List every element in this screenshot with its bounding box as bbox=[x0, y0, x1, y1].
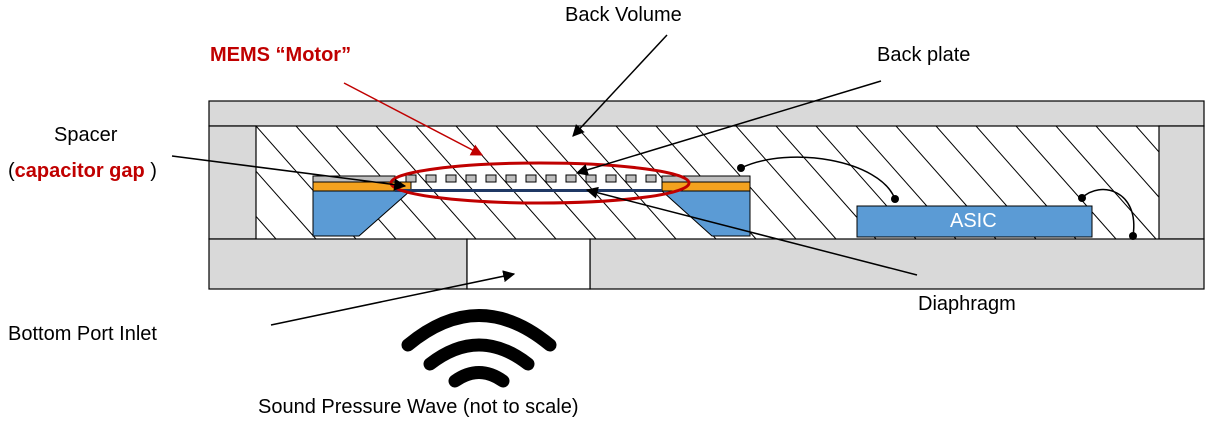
back-plate-label: Back plate bbox=[877, 44, 971, 66]
asic-label: ASIC bbox=[950, 210, 997, 232]
bottom-port-inlet-label: Bottom Port Inlet bbox=[8, 323, 157, 345]
capacitor-gap-label: capacitor gap bbox=[14, 160, 145, 182]
back-plate bbox=[405, 174, 657, 183]
sound-wave-label: Sound Pressure Wave (not to scale) bbox=[258, 396, 579, 418]
spacer-right bbox=[661, 181, 751, 192]
mems-motor-highlight bbox=[389, 161, 691, 205]
bond-pads bbox=[737, 164, 1137, 240]
housing-right-wall bbox=[1158, 125, 1205, 240]
capacitor-gap-line: (capacitor gap ) bbox=[8, 160, 157, 183]
asic-block bbox=[856, 205, 1093, 238]
mems-motor-arrow bbox=[343, 82, 484, 156]
capacitor-gap-paren-close: ) bbox=[144, 160, 157, 182]
housing-bottom-right bbox=[589, 238, 1205, 290]
capacitor-gap-paren-open: ( bbox=[8, 160, 15, 182]
spacer-label: Spacer bbox=[54, 124, 118, 146]
backplate-anchor-right bbox=[661, 175, 751, 183]
back-volume-label: Back Volume bbox=[565, 4, 682, 26]
housing-bottom-left bbox=[208, 238, 468, 290]
diaphragm bbox=[395, 189, 662, 192]
mems-substrate-left bbox=[312, 190, 412, 237]
sound-wave-icon bbox=[401, 309, 557, 388]
mems-motor-label: MEMS “Motor” bbox=[210, 44, 352, 66]
housing-left-wall bbox=[208, 125, 257, 240]
spacer-arrow bbox=[171, 155, 407, 191]
bond-wires bbox=[740, 156, 1135, 237]
bottom-port-opening bbox=[466, 238, 591, 290]
back-volume-arrow bbox=[572, 34, 668, 137]
back-plate-arrow bbox=[575, 80, 882, 176]
diaphragm-arrow bbox=[585, 186, 918, 276]
bottom-port-arrow bbox=[270, 270, 516, 326]
housing-top bbox=[208, 100, 1205, 127]
diaphragm-label: Diaphragm bbox=[918, 293, 1016, 315]
